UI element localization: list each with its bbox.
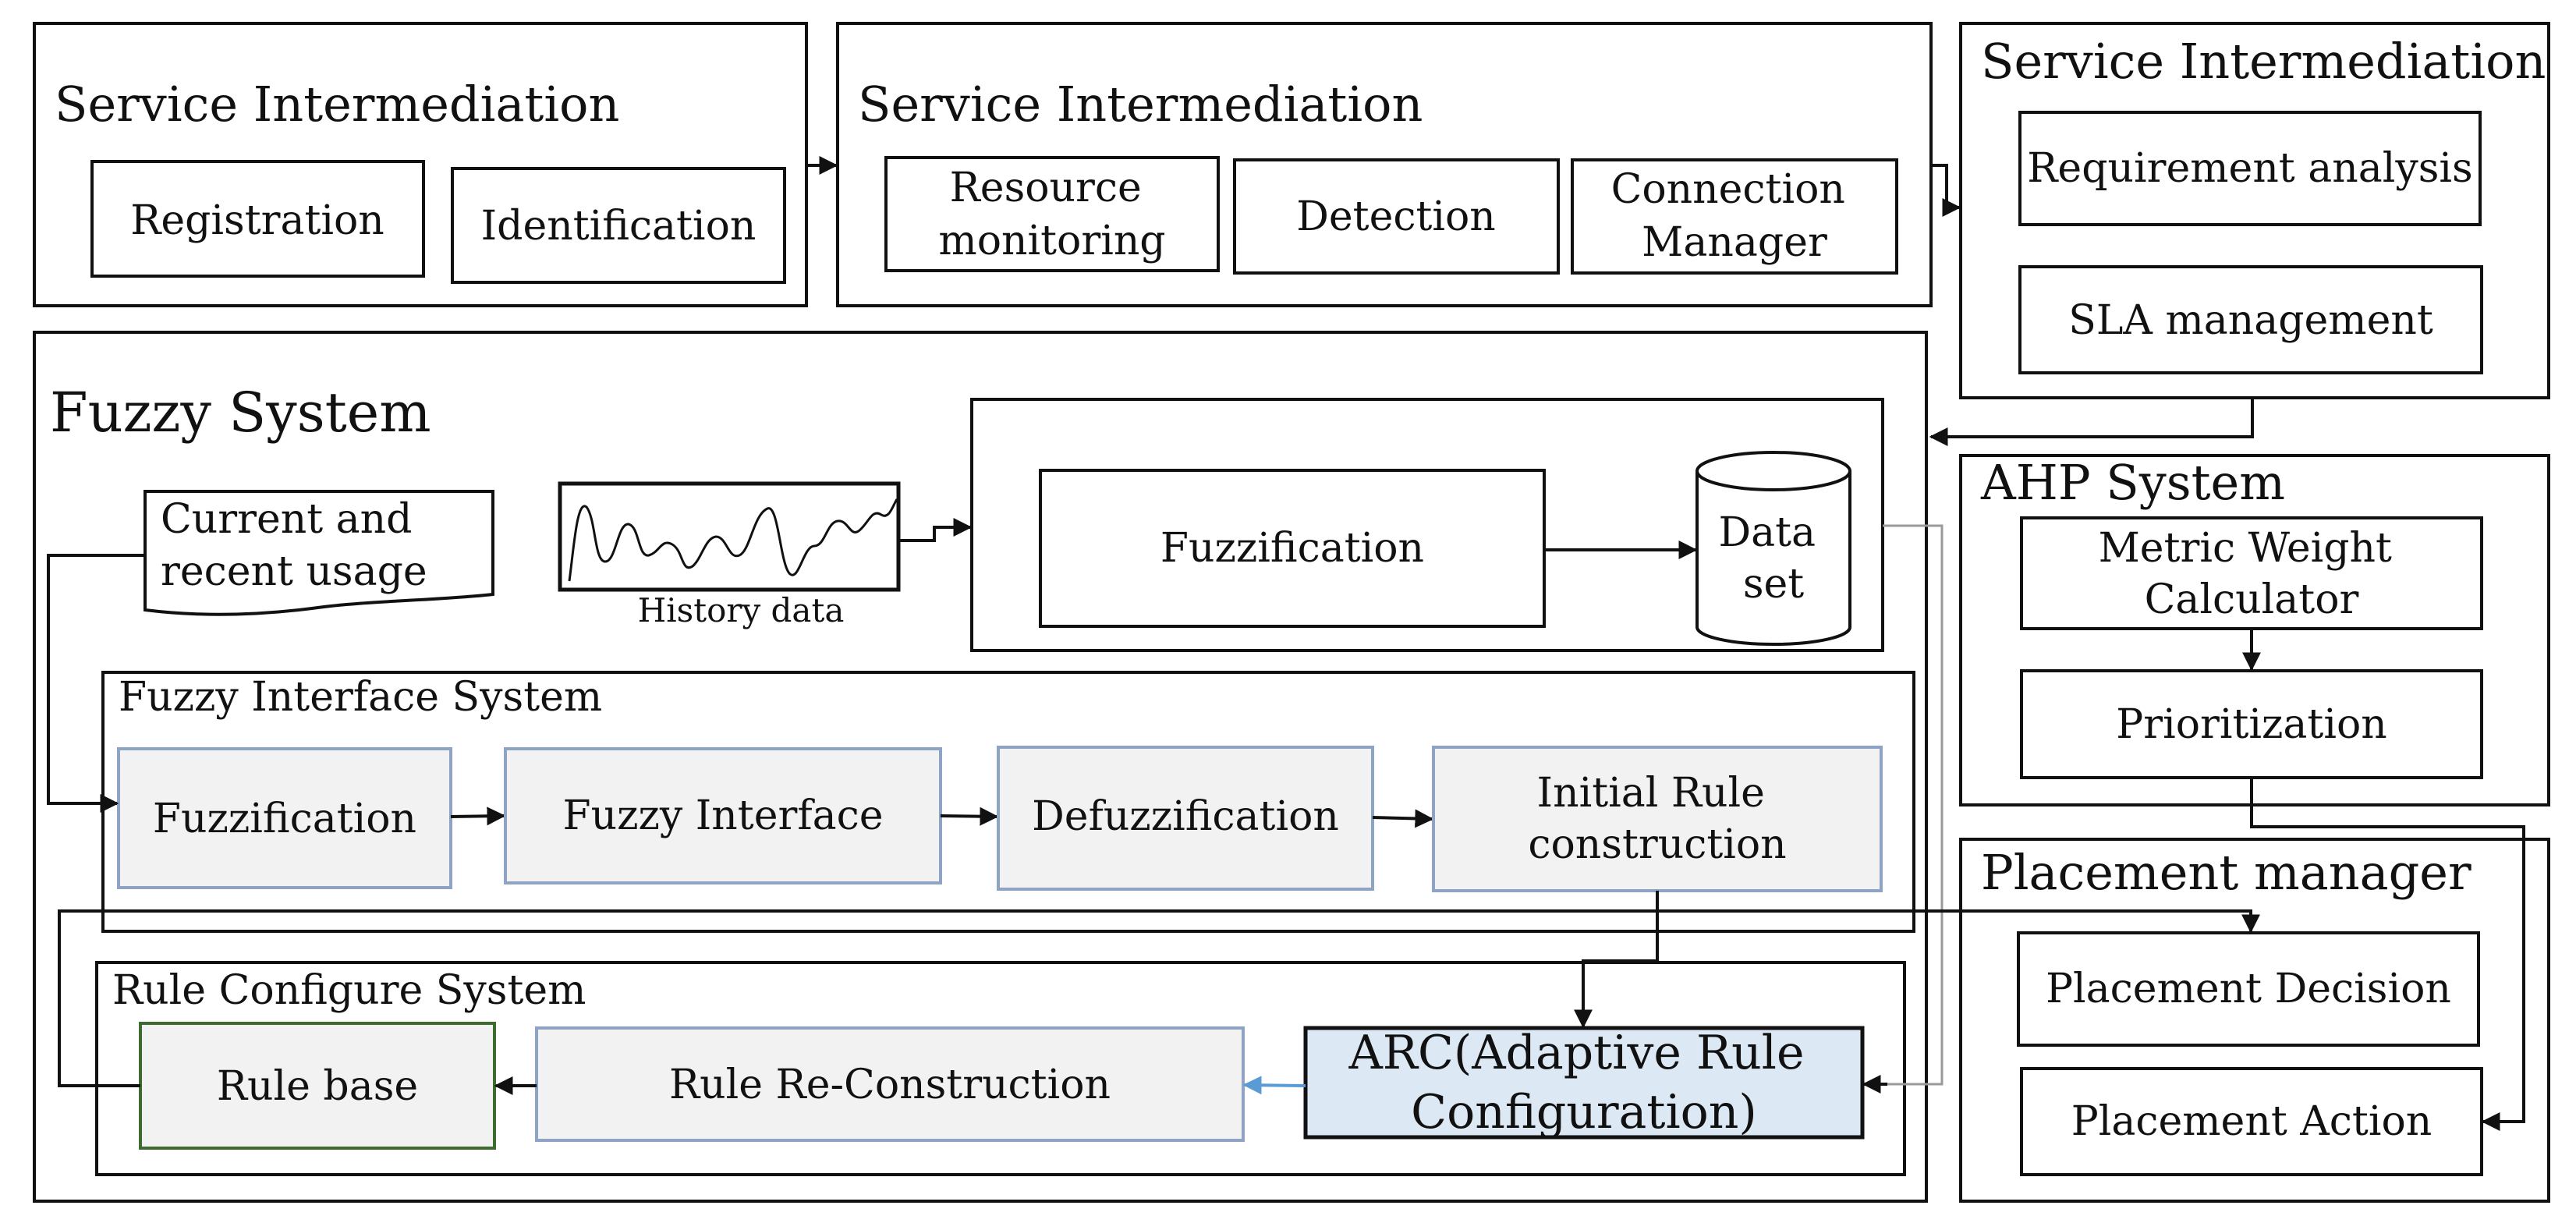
identification-label: Identification xyxy=(481,203,757,250)
arc-label: ARC(Adaptive Rule Configuration) xyxy=(1348,1026,1819,1140)
placement-manager-panel: Placement manager Placement Decision Pla… xyxy=(1959,838,2550,1203)
prioritization-box xyxy=(2020,669,2483,779)
resource-monitoring-label: Resource monitoring xyxy=(938,165,1165,264)
sla-management-label: SLA management xyxy=(2068,297,2433,344)
arrow-defuzzification-to-initial-rule xyxy=(1372,809,1434,828)
connection-manager-label: Connection Manager xyxy=(1611,166,1858,266)
current-usage-document-shape xyxy=(144,490,494,616)
history-data-chart xyxy=(558,481,901,592)
requirement-analysis-box xyxy=(2018,111,2482,226)
registration-box xyxy=(90,160,425,278)
sla-management-box xyxy=(2018,265,2483,374)
fis-fuzzification-label: Fuzzification xyxy=(153,796,416,842)
connection-manager-box xyxy=(1571,158,1898,275)
arrow-usage-to-fis-fuzzification xyxy=(47,554,145,813)
current-usage-label: Current and recent usage xyxy=(161,496,427,595)
defuzzification-box xyxy=(997,746,1374,891)
detection-label: Detection xyxy=(1296,193,1496,240)
panel-title: Service Intermediation xyxy=(858,76,1423,133)
arrow-arc-to-reconstruction xyxy=(1242,1076,1306,1095)
fuzzy-interface-label: Fuzzy Interface xyxy=(563,792,884,839)
fis-fuzzification-box xyxy=(117,747,452,889)
arrow-fis-fuzzification-to-interface xyxy=(450,806,506,826)
requirement-analysis-label: Requirement analysis xyxy=(2027,145,2472,192)
service-intermediation-sla-panel: Service Intermediation Requirement analy… xyxy=(1959,22,2550,399)
placement-decision-label: Placement Decision xyxy=(2046,966,2451,1012)
panel-title: Placement manager xyxy=(1981,844,2471,901)
fuzzy-interface-system-title: Fuzzy Interface System xyxy=(119,674,602,721)
initial-rule-construction-label: Initial Rule construction xyxy=(1528,770,1786,868)
arrow-monitoring-to-requirements xyxy=(1931,164,1961,217)
fuzzy-interface-box xyxy=(504,747,942,884)
history-data-signal xyxy=(568,498,898,582)
placement-action-box xyxy=(2020,1067,2483,1176)
placement-action-label: Placement Action xyxy=(2071,1098,2432,1145)
fuzzification-label: Fuzzification xyxy=(1160,525,1424,572)
prioritization-label: Prioritization xyxy=(2116,701,2387,748)
panel-title: AHP System xyxy=(1980,454,2285,511)
fuzzy-system-panel: Fuzzy System Current and recent usage Hi… xyxy=(33,331,2260,1203)
defuzzification-label: Defuzzification xyxy=(1032,793,1339,840)
line-dataset-to-arc xyxy=(1883,524,1944,1086)
ahp-system-panel: AHP System Metric Weight Calculator Prio… xyxy=(1959,454,2550,806)
arc-box xyxy=(1303,1026,1865,1140)
history-data-label: History data xyxy=(638,591,845,629)
service-intermediation-monitoring-panel: Service Intermediation Resource monitori… xyxy=(836,22,1933,307)
placement-decision-box xyxy=(2017,931,2480,1047)
fuzzy-system-title: Fuzzy System xyxy=(50,381,431,445)
rule-configure-system-title: Rule Configure System xyxy=(112,967,586,1014)
rule-base-label: Rule base xyxy=(217,1063,418,1110)
metric-weight-calculator-label: Metric Weight Calculator xyxy=(2099,525,2405,623)
registration-label: Registration xyxy=(130,197,384,244)
initial-rule-construction-box xyxy=(1432,746,1883,892)
rule-reconstruction-label: Rule Re-Construction xyxy=(669,1062,1111,1108)
arrow-history-to-fuzzification xyxy=(898,518,973,542)
panel-title: Service Intermediation xyxy=(55,76,619,133)
panel-title: Service Intermediation xyxy=(1981,33,2546,90)
arrow-interface-to-defuzzification xyxy=(940,806,999,826)
data-set-label: Data set xyxy=(1718,509,1828,608)
data-set-cylinder xyxy=(1695,451,1851,646)
fuzzification-box xyxy=(1039,469,1546,628)
identification-box xyxy=(451,167,786,284)
service-intermediation-registration-panel: Service Intermediation Registration Iden… xyxy=(33,22,808,307)
arrow-sla-to-fuzzy-system xyxy=(1929,399,2254,446)
resource-monitoring-box xyxy=(884,156,1220,272)
arrow-prioritization-to-placement-action xyxy=(2250,778,2525,1131)
detection-box xyxy=(1233,158,1560,275)
arrow-rule-base-to-placement-decision xyxy=(58,909,2260,1087)
arrow-initial-rule-to-arc xyxy=(1574,891,1659,1029)
